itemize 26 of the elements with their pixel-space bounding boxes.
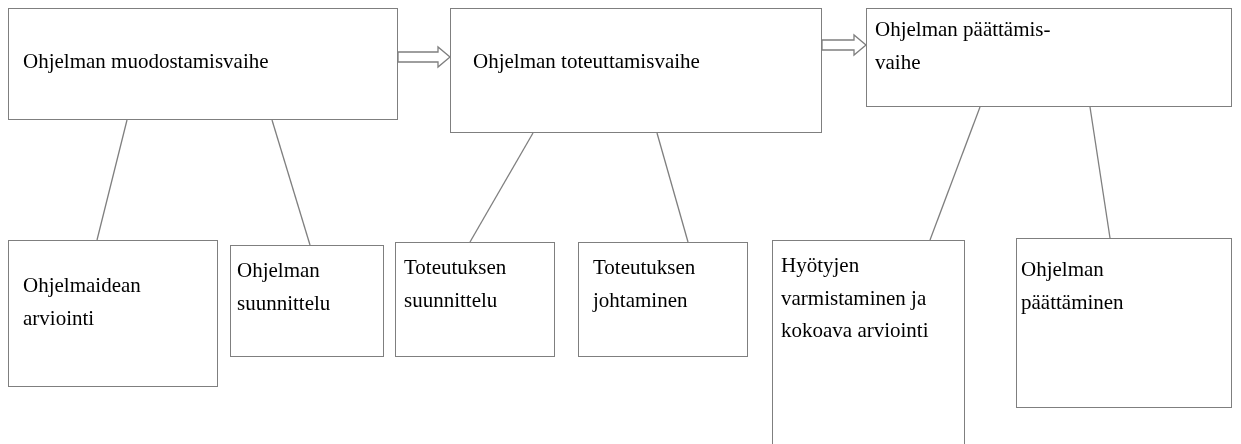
- connector-line: [271, 119, 311, 246]
- process-box: [1016, 238, 1232, 408]
- box-label: Toteutuksen suunnittelu: [404, 254, 508, 314]
- process-box: [772, 240, 965, 444]
- process-box: [8, 240, 218, 387]
- connector-line: [96, 119, 128, 241]
- box-label: Ohjelman suunnittelu: [237, 257, 332, 317]
- process-box: [8, 8, 398, 120]
- box-label: Ohjelman muodostamisvaihe: [23, 48, 270, 75]
- process-box: [866, 8, 1232, 107]
- box-label: Ohjelman toteuttamisvaihe: [473, 48, 701, 75]
- process-box: [578, 242, 748, 357]
- connector-line: [469, 132, 534, 243]
- block-arrow: [397, 45, 451, 69]
- connector-line: [929, 106, 981, 241]
- box-label: Hyötyjen varmistaminen ja kokoava arviointi: [781, 252, 930, 345]
- box-label: Ohjelman päättäminen: [1021, 256, 1125, 316]
- connector-line: [1089, 106, 1111, 239]
- process-box: [395, 242, 555, 357]
- box-label: Ohjelmaidean arviointi: [23, 272, 142, 332]
- box-label: Toteutuksen johtaminen: [593, 254, 697, 314]
- process-box: [230, 245, 384, 357]
- process-box: [450, 8, 822, 133]
- block-arrow: [821, 33, 867, 57]
- box-label: Ohjelman päättämis- vaihe: [875, 16, 1052, 76]
- connector-line: [656, 132, 689, 243]
